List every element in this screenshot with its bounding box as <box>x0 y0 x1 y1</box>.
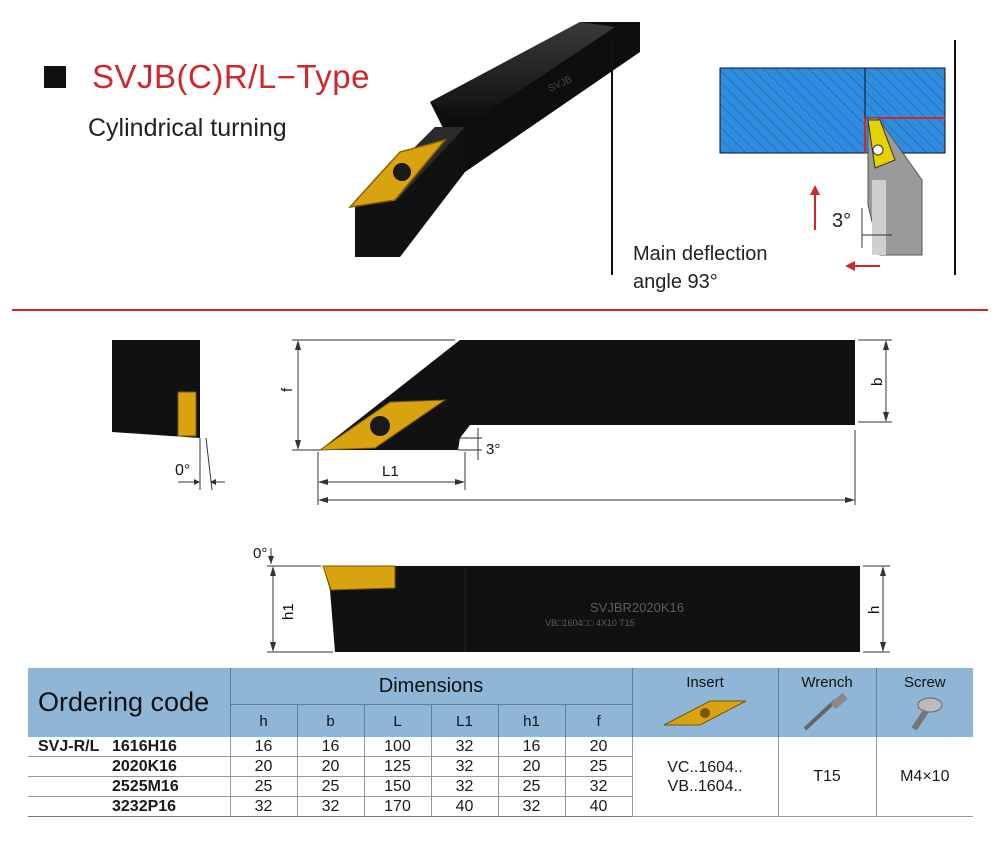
insert-icon <box>663 700 747 726</box>
cell-l1: 32 <box>430 756 499 777</box>
page-subtitle: Cylindrical turning <box>88 114 287 142</box>
cell-l1: 32 <box>430 737 499 757</box>
dim-label-l1: L1 <box>382 463 399 480</box>
top-view-drawing: f b 3° L1 <box>279 339 892 505</box>
cell-f: 25 <box>564 756 633 777</box>
dimensions-header: Dimensions <box>229 668 633 705</box>
cell-f: 20 <box>564 737 633 757</box>
cell-h1: 16 <box>497 737 566 757</box>
cell-l: 125 <box>363 756 432 777</box>
insert-header-label: Insert <box>686 674 724 691</box>
wrench-icon <box>803 692 848 731</box>
table-row: 2525M16 25 25 150 32 25 32 <box>28 776 973 797</box>
cell-h1: 32 <box>497 796 566 817</box>
cell-h1: 20 <box>497 756 566 777</box>
cell-b: 32 <box>296 796 365 817</box>
cell-l1: 32 <box>430 776 499 797</box>
ordering-code-header: Ordering code <box>28 668 231 737</box>
end-view-angle: 0° <box>175 462 190 479</box>
ordering-table: Ordering code Dimensions Insert Wrench S… <box>28 668 974 817</box>
page-title: SVJB(C)R/L−Type <box>92 58 371 95</box>
tool-holder-photo: SVJB <box>348 22 640 257</box>
model-code: 2020K16 <box>110 756 231 777</box>
cell-h: 16 <box>229 737 298 757</box>
model-code: 1616H16 <box>110 737 231 757</box>
cell-b: 20 <box>296 756 365 777</box>
wrench-value: T15 <box>777 737 877 817</box>
cell-b: 16 <box>296 737 365 757</box>
table-row: SVJ-R/L 1616H16 16 16 100 32 16 20 VC..1… <box>28 737 974 817</box>
wrench-header-label: Wrench <box>801 674 853 691</box>
series-code: SVJ-R/L <box>28 737 110 757</box>
insert-header: Insert <box>631 668 779 737</box>
shank-marking: SVJBR2020K16 <box>590 600 684 615</box>
deflection-line-2: angle 93° <box>633 271 718 293</box>
cell-f: 40 <box>564 796 633 817</box>
cell-l: 100 <box>363 737 432 757</box>
screw-icon <box>911 697 943 731</box>
column-l: L <box>363 704 432 737</box>
column-l1: L1 <box>430 704 499 737</box>
insert-value-1: VC..1604.. <box>667 758 743 776</box>
column-h: h <box>229 704 298 737</box>
cell-l1: 40 <box>430 796 499 817</box>
deflection-line-1: Main deflection <box>633 243 768 265</box>
insert-values: VC..1604.. VB..1604.. <box>631 737 779 817</box>
deflection-angle-diagram: 3° <box>611 40 956 275</box>
top-angle-label: 3° <box>832 210 851 232</box>
cell-l: 170 <box>363 796 432 817</box>
cell-h1: 25 <box>497 776 566 797</box>
end-view-drawing: 0° <box>112 340 225 491</box>
section-divider <box>12 309 988 311</box>
cell-h: 25 <box>229 776 298 797</box>
cell-f: 32 <box>564 776 633 797</box>
screw-header-label: Screw <box>903 674 946 691</box>
cell-h: 32 <box>229 796 298 817</box>
table-row: 3232P16 32 32 170 40 32 40 <box>28 796 973 817</box>
screw-value: M4×10 <box>875 737 974 817</box>
top-view-angle: 3° <box>486 441 500 458</box>
dim-label-b: b <box>869 378 886 386</box>
cell-l: 150 <box>363 776 432 797</box>
bullet-square-icon <box>44 66 66 88</box>
model-code: 2525M16 <box>110 776 231 797</box>
dim-label-h1: h1 <box>280 603 297 620</box>
cell-b: 25 <box>296 776 365 797</box>
shank-marking-small: VB□1604□□ 4X10 T15 <box>545 618 635 628</box>
screw-header: Screw <box>875 668 974 737</box>
table-row: 2020K16 20 20 125 32 20 25 <box>28 756 973 777</box>
model-code: 3232P16 <box>110 796 231 817</box>
cell-h: 20 <box>229 756 298 777</box>
deflection-caption: Main deflection angle 93° <box>633 240 768 296</box>
dim-label-f: f <box>279 387 296 392</box>
side-view-angle: 0° <box>253 545 267 562</box>
column-b: b <box>296 704 365 737</box>
insert-value-2: VB..1604.. <box>667 777 743 795</box>
column-f: f <box>564 704 633 737</box>
dim-label-h: h <box>866 606 883 614</box>
column-h1: h1 <box>497 704 566 737</box>
side-view-drawing: SVJBR2020K16 VB□1604□□ 4X10 T15 0° h1 h <box>253 545 890 653</box>
wrench-header: Wrench <box>777 668 877 737</box>
